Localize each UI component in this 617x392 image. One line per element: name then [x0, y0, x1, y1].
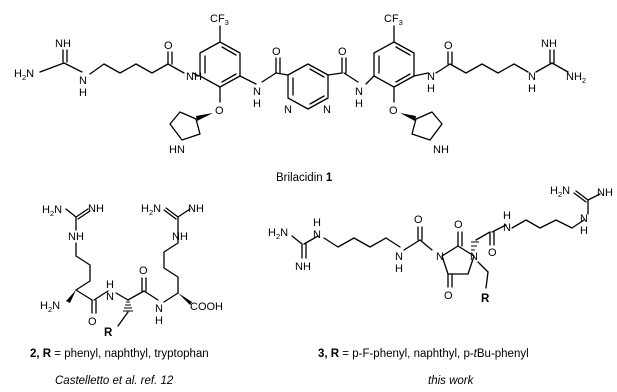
- atom-h2n: H2N: [141, 203, 161, 217]
- atom-o: O: [215, 105, 224, 117]
- compound-2-caption: 2, R = phenyl, naphthyl, tryptophan: [30, 348, 209, 360]
- atom-h2n: H2N: [42, 204, 62, 218]
- atom-o: O: [88, 316, 97, 328]
- compound-2-reference: Castelletto et al. ref. 12: [55, 375, 174, 387]
- atom-n: N: [106, 291, 114, 303]
- brilacidin-caption: Brilacidin 1: [276, 172, 333, 184]
- atom-cf3: CF3: [210, 13, 229, 27]
- atom-h: H: [355, 98, 363, 110]
- atom-h: H: [253, 98, 261, 110]
- atom-hn: HN: [169, 144, 185, 156]
- compound-3-structure: H2N NH H N N H O N N O O R: [268, 185, 613, 305]
- atom-n: N: [323, 104, 331, 116]
- atom-nh: NH: [188, 203, 204, 215]
- atom-o: O: [272, 46, 281, 58]
- atom-n: N: [580, 213, 588, 225]
- atom-n: N: [436, 251, 444, 263]
- atom-o: O: [139, 265, 148, 277]
- atom-h2n: H2N: [550, 185, 570, 199]
- atom-h: H: [313, 217, 321, 229]
- atom-n: N: [395, 251, 403, 263]
- atom-h2n: H2N: [268, 227, 288, 241]
- atom-n: N: [427, 71, 435, 83]
- atom-o: O: [389, 105, 398, 117]
- atom-n: N: [155, 303, 163, 315]
- atom-n: N: [253, 86, 261, 98]
- atom-h: H: [580, 225, 588, 237]
- atom-o: O: [444, 40, 453, 52]
- atom-o: O: [444, 290, 453, 302]
- compound-2-structure: H2N NH NH H2N O H N R O N H: [40, 203, 223, 339]
- atom-nh: NH: [295, 261, 311, 273]
- atom-h2n: H2N: [40, 300, 60, 314]
- atom-n: N: [503, 222, 511, 234]
- r-group-label: R: [481, 293, 490, 305]
- atom-h: H: [528, 83, 536, 95]
- atom-n: N: [79, 75, 87, 87]
- compound-3-reference: this work: [428, 375, 475, 387]
- atom-nh: NH: [186, 71, 202, 83]
- atom-nh: NH: [597, 187, 613, 199]
- atom-h: H: [427, 83, 435, 95]
- atom-o: O: [414, 214, 423, 226]
- atom-cooh: COOH: [190, 301, 223, 313]
- compound-3-caption: 3, R = p-F-phenyl, naphthyl, p-tBu-pheny…: [318, 348, 529, 360]
- atom-n: N: [470, 251, 478, 263]
- atom-nh: NH: [68, 231, 84, 243]
- atom-nh: NH: [88, 203, 104, 215]
- atom-h: H: [395, 263, 403, 275]
- hashed-bond: [123, 301, 133, 312]
- atom-h: H: [155, 315, 163, 327]
- atom-n: N: [528, 71, 536, 83]
- atom-nh: NH: [433, 144, 449, 156]
- atom-nh: NH: [541, 38, 557, 50]
- hashed-bond: [471, 241, 479, 251]
- atom-o: O: [454, 219, 463, 231]
- r-group-label: R: [104, 327, 113, 339]
- atom-o: O: [338, 46, 347, 58]
- atom-n: N: [355, 86, 363, 98]
- atom-nh: NH: [55, 38, 71, 50]
- atom-h: H: [106, 279, 114, 291]
- atom-h2n: H2N: [14, 68, 34, 82]
- atom-nh: NH: [172, 231, 188, 243]
- atom-nh2: NH2: [566, 71, 586, 85]
- atom-cf3: CF3: [384, 13, 403, 27]
- atom-o: O: [164, 40, 173, 52]
- atom-o: O: [488, 247, 497, 259]
- atom-n: N: [313, 229, 321, 241]
- atom-n: N: [284, 104, 292, 116]
- brilacidin-structure: NH H2N N H O NH CF3 O HN N H: [14, 13, 586, 156]
- atom-h: H: [503, 210, 511, 222]
- atom-h: H: [79, 87, 87, 99]
